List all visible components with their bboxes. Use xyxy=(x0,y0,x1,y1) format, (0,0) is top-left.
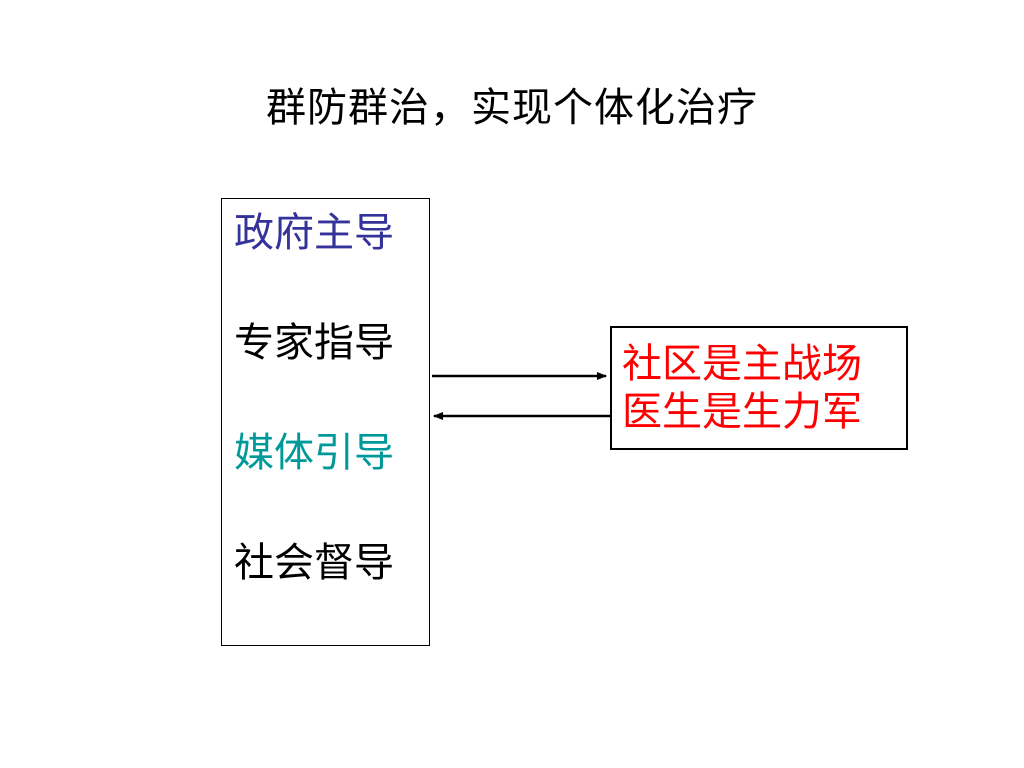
left-item-expert-guidance: 专家指导 xyxy=(234,320,394,366)
left-box: 政府主导 专家指导 媒体引导 社会督导 xyxy=(221,198,430,646)
slide-title: 群防群治，实现个体化治疗 xyxy=(266,85,758,131)
right-box-line-doctors: 医生是生力军 xyxy=(622,389,862,435)
right-box-line-community: 社区是主战场 xyxy=(622,341,862,387)
left-item-government-lead: 政府主导 xyxy=(234,210,394,256)
left-item-social-supervision: 社会督导 xyxy=(234,540,394,586)
left-item-media-guidance: 媒体引导 xyxy=(234,430,394,476)
right-box: 社区是主战场 医生是生力军 xyxy=(610,326,908,450)
